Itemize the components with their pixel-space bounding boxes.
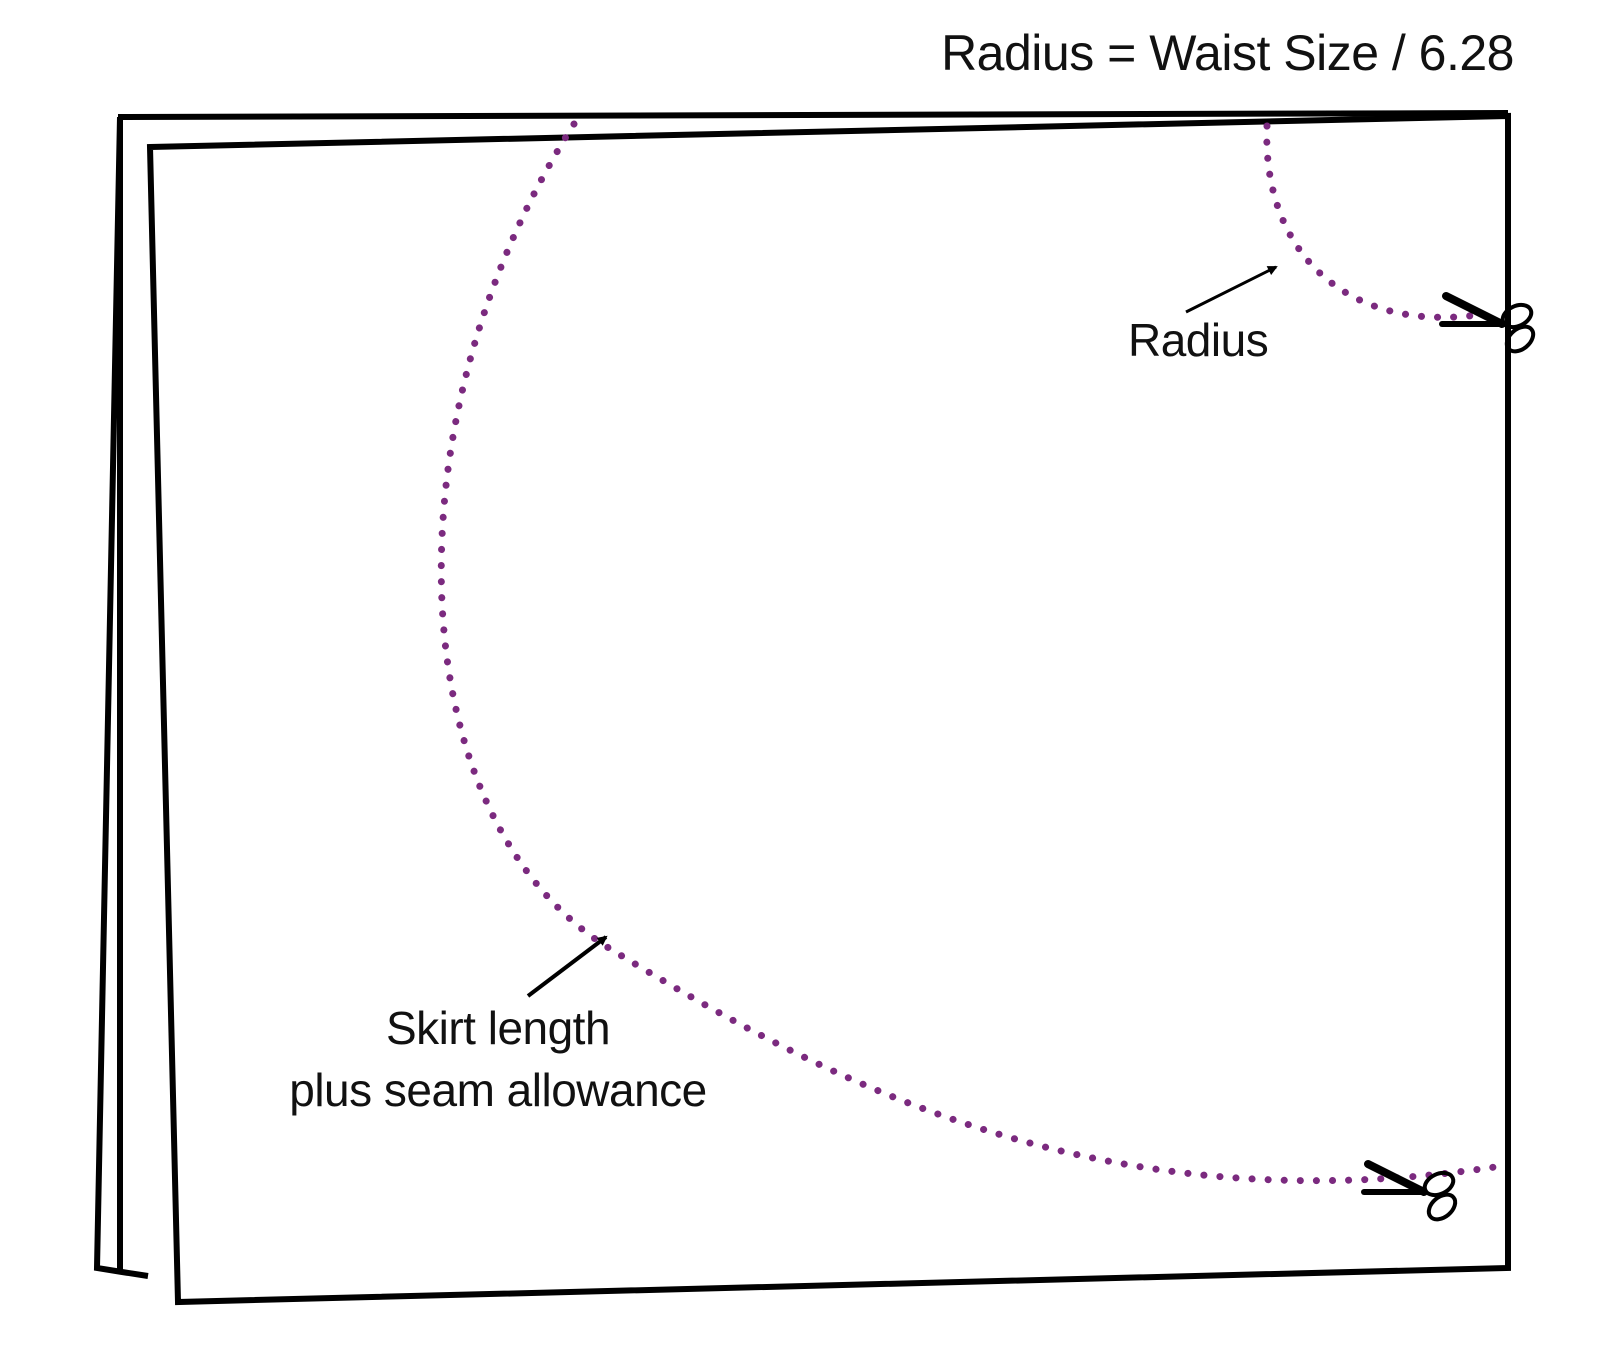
radius-arrow <box>1185 265 1278 314</box>
fabric-back-layers <box>93 110 1509 1279</box>
skirt-length-arrow <box>526 935 608 998</box>
waist-cut-line <box>1263 122 1488 321</box>
scissors-icon <box>1361 1160 1458 1222</box>
skirt-length-label-line-1: Skirt length <box>385 1002 611 1054</box>
scissors-icon <box>1439 292 1536 354</box>
skirt-length-label: Skirt length plus seam allowance <box>258 997 738 1121</box>
fabric-layer-outer-edge <box>93 116 149 1279</box>
radius-label: Radius <box>1128 314 1269 366</box>
fabric-front-sheet <box>146 112 1511 1306</box>
fabric-layer-outer-top <box>117 110 1509 120</box>
skirt-length-label-line-2: plus seam allowance <box>289 1064 707 1116</box>
radius-formula: Radius = Waist Size / 6.28 <box>941 25 1514 81</box>
